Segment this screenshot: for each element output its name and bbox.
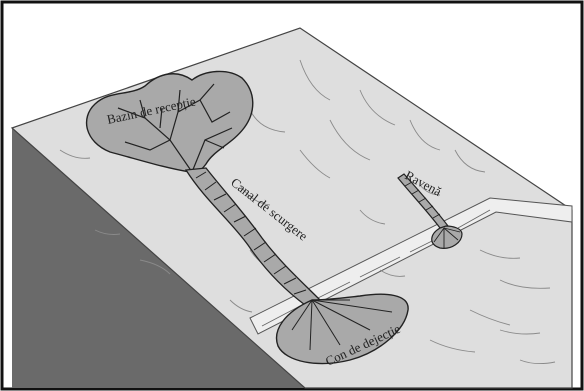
diagram-frame: Bazin de recepție Canal de scurgere Rave… [0, 0, 584, 391]
torrent-diagram: Bazin de recepție Canal de scurgere Rave… [0, 0, 584, 391]
